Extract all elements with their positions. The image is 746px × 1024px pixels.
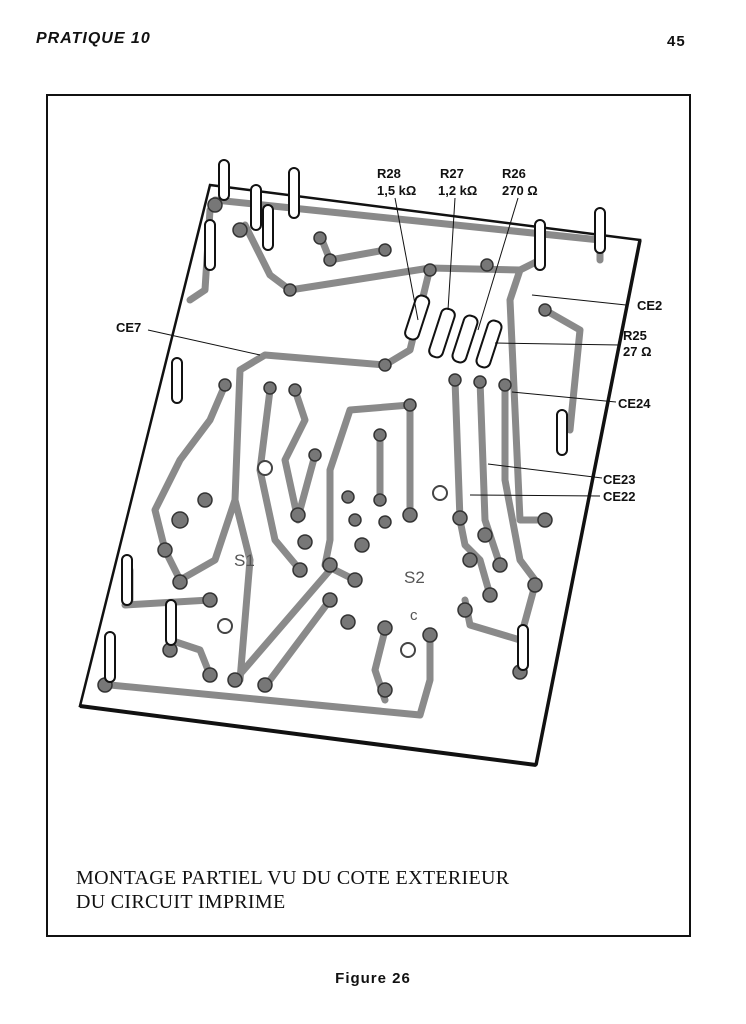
label-c: c — [410, 607, 418, 624]
resistor-r25 — [475, 319, 503, 369]
label-s1: S1 — [234, 551, 255, 570]
caption-line-2: DU CIRCUIT IMPRIME — [76, 891, 286, 913]
circuit-board — [78, 183, 642, 767]
page-number: 45 — [667, 33, 686, 50]
terminal-posts — [104, 159, 606, 683]
caption-line-1: MONTAGE PARTIEL VU DU COTE EXTERIEUR — [76, 867, 510, 889]
label-r26-name: R26 — [502, 166, 526, 181]
label-ce23: CE23 — [603, 472, 636, 487]
label-r25-value: 27 Ω — [623, 344, 652, 359]
section-title: PRATIQUE 10 — [36, 30, 151, 47]
label-r26-value: 270 Ω — [502, 183, 538, 198]
label-r27-name: R27 — [440, 166, 464, 181]
resistors — [404, 294, 503, 369]
figure-frame — [46, 94, 691, 937]
label-ce7: CE7 — [116, 320, 141, 335]
label-r27-value: 1,2 kΩ — [438, 183, 477, 198]
label-r28-value: 1,5 kΩ — [377, 183, 416, 198]
label-r25-name: R25 — [623, 328, 647, 343]
label-s2: S2 — [404, 568, 425, 587]
solder-pads — [97, 197, 553, 698]
label-ce2: CE2 — [637, 298, 662, 313]
label-ce22: CE22 — [603, 489, 636, 504]
figure-caption: MONTAGE PARTIEL VU DU COTE EXTERIEUR DU … — [76, 866, 509, 914]
figure-number: Figure 26 — [335, 970, 411, 987]
resistor-r26 — [451, 314, 479, 364]
label-ce24: CE24 — [618, 396, 651, 411]
label-r28-name: R28 — [377, 166, 401, 181]
leader-lines — [147, 197, 627, 497]
resistor-r27 — [428, 307, 456, 359]
